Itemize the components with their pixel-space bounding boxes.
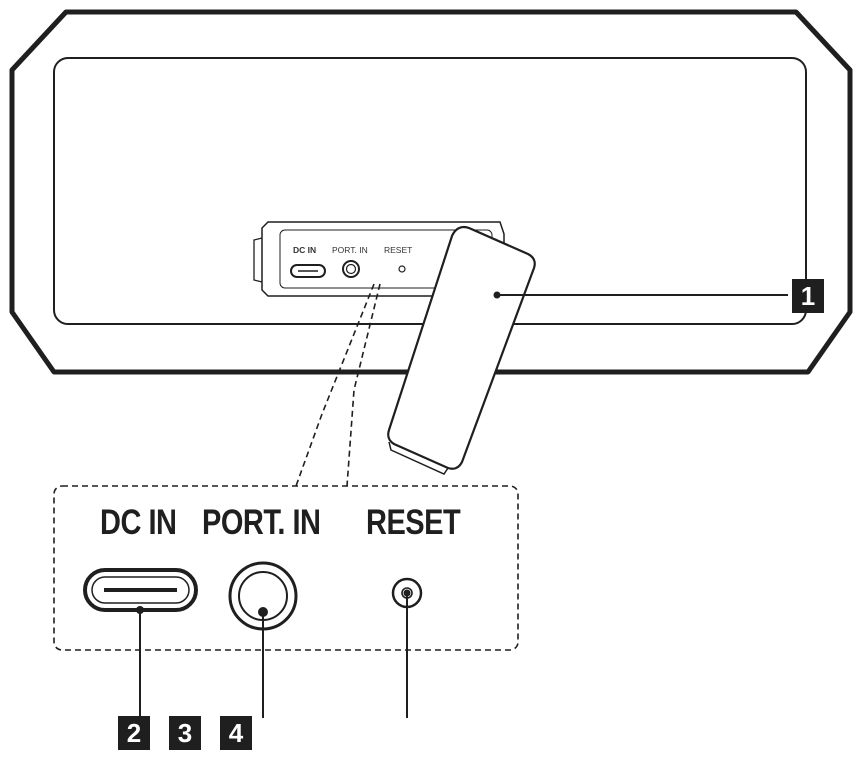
callout-badge-3: 3 (169, 716, 201, 750)
port-cover-flap-edge (388, 441, 449, 475)
panel-port-in-jack-inner (345, 263, 357, 275)
speaker-body-outline (9, 9, 853, 375)
callout-badge-4: 4 (220, 716, 252, 750)
panel-reset-hole (398, 265, 406, 273)
detail-dc-in-label: DC IN (100, 504, 177, 543)
detail-dc-in-port-inner (91, 576, 190, 604)
port-recess-side-tab (253, 237, 263, 283)
panel-port-in-jack-outer (342, 260, 360, 278)
panel-dc-in-label: DC IN (293, 245, 317, 255)
detail-leader-right (346, 283, 381, 487)
panel-reset-label: RESET (384, 245, 413, 255)
panel-port-in-label: PORT. IN (332, 245, 368, 255)
detail-port-in-label: PORT. IN (202, 504, 321, 543)
detail-box (53, 485, 519, 651)
detail-leader-left (295, 283, 375, 487)
detail-reset-label: RESET (366, 504, 461, 543)
callout-badge-2: 2 (118, 716, 150, 750)
panel-dc-in-port (290, 264, 326, 278)
callout-badge-1: 1 (792, 279, 824, 313)
